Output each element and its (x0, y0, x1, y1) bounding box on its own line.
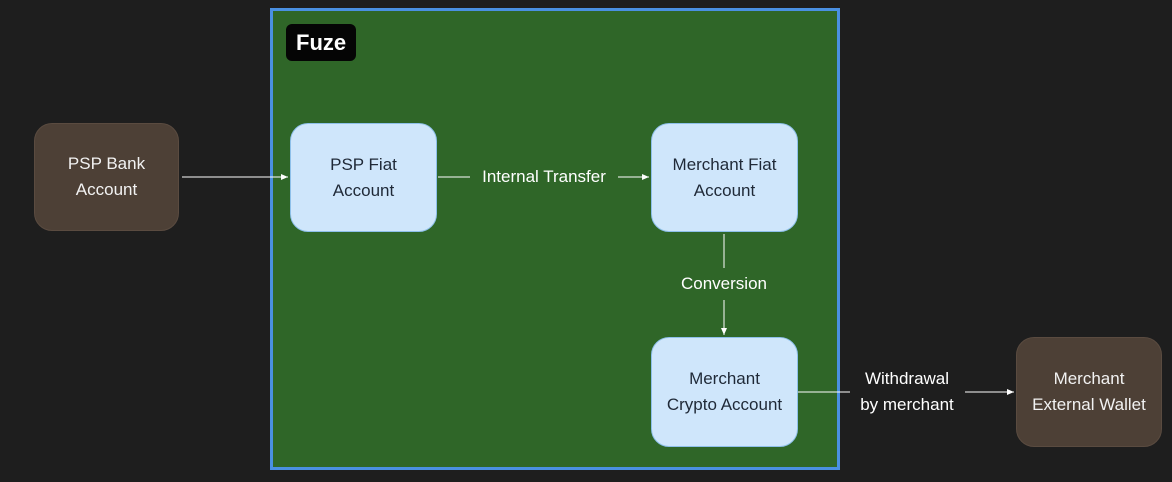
node-psp-bank-account: PSP Bank Account (34, 123, 179, 231)
node-merchant-crypto-account: Merchant Crypto Account (651, 337, 798, 447)
node-label: Merchant Crypto Account (666, 369, 783, 414)
node-label: PSP Fiat Account (330, 154, 397, 200)
edge-label-internal-transfer: Internal Transfer (482, 167, 606, 186)
node-label: Merchant External Wallet (1032, 369, 1146, 414)
node-label: PSP Bank Account (67, 154, 146, 199)
node-merchant-fiat-account: Merchant Fiat Account (651, 123, 798, 232)
edge-label-withdrawal: Withdrawal by merchant (860, 369, 954, 414)
node-merchant-external-wallet: Merchant External Wallet (1016, 337, 1162, 447)
node-label: Merchant Fiat Account (672, 154, 777, 200)
node-psp-fiat-account: PSP Fiat Account (290, 123, 437, 232)
edge-label-conversion: Conversion (681, 274, 767, 293)
fuze-group-label: Fuze (286, 24, 357, 61)
